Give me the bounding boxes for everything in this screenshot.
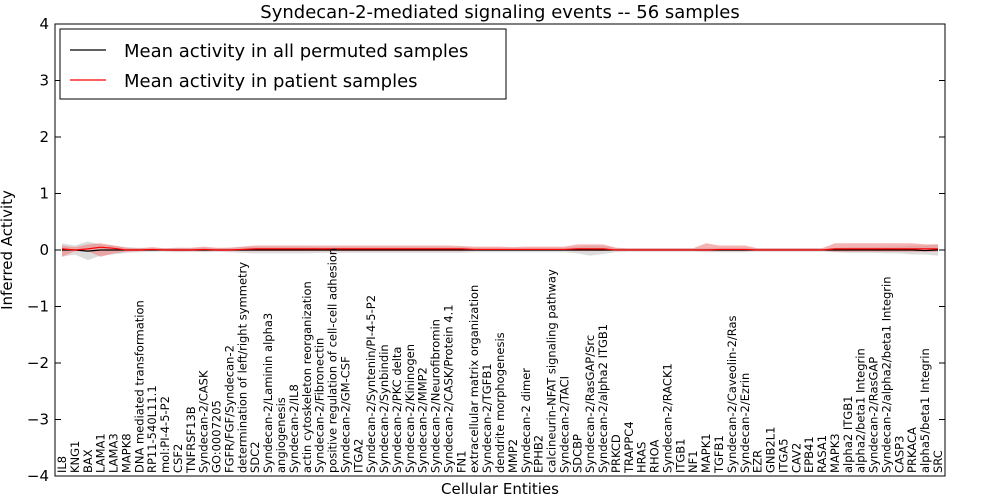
entity-label: angiogenesis	[274, 397, 288, 473]
entity-label: ITGA2	[351, 438, 365, 473]
entity-label: Syndecan-2/Caveolin-2/Ras	[725, 315, 739, 473]
entity-label: actin cytoskeleton reorganization	[300, 281, 314, 473]
entity-label: Syndecan-2/Syntenin/PI-4-5-P2	[364, 295, 378, 473]
entity-label: DNA mediated transformation	[132, 300, 146, 473]
entity-label: Syndecan-2/RasGAP/Src	[583, 335, 597, 473]
y-tick-label: 2	[39, 128, 49, 146]
entity-label: Syndecan-2/alpha2 ITGB1	[596, 324, 610, 473]
entity-label: NF1	[686, 450, 700, 473]
entity-label: MAPK3	[828, 433, 842, 473]
entity-label: FN1	[454, 451, 468, 474]
y-tick-label: 4	[39, 15, 49, 33]
entity-label: RASA1	[815, 435, 829, 473]
entity-label: Syndecan-2/RasGAP	[867, 357, 881, 473]
entity-label: SDCBP	[570, 434, 584, 473]
entity-label: KNG1	[68, 441, 82, 473]
legend-label-permuted: Mean activity in all permuted samples	[124, 41, 468, 62]
y-axis-ticks: −4 −3 −2 −1 0 1 2 3 4	[27, 15, 945, 485]
entity-label: SRC	[931, 450, 945, 473]
entity-label: dendrite morphogenesis	[493, 332, 507, 473]
entity-label: GO:0007205	[210, 400, 224, 473]
y-tick-label: −2	[27, 354, 49, 372]
entity-label: mol:PI-4-5-P2	[158, 396, 172, 473]
entity-label: LAMA1	[94, 433, 108, 473]
line-patient	[61, 246, 938, 251]
y-tick-label: 3	[39, 72, 49, 90]
legend-label-patient: Mean activity in patient samples	[124, 71, 418, 92]
entity-label: HRAS	[635, 442, 649, 473]
entity-label: MAPK1	[699, 433, 713, 473]
entity-label: alpha2/beta1 Integrin	[854, 348, 868, 473]
entity-label: Syndecan-2/Kininogen	[403, 344, 417, 473]
entity-label: Syndecan-2/alpha2/beta1 Integrin	[880, 276, 894, 473]
entity-label: PRKACA	[905, 427, 919, 473]
y-tick-label: −3	[27, 411, 49, 429]
entity-label: determination of left/right symmetry	[235, 262, 249, 473]
entity-label: EPHB2	[532, 435, 546, 473]
entity-label: Syndecan-2/PKC delta	[390, 347, 404, 473]
chart-title: Syndecan-2-mediated signaling events -- …	[260, 2, 739, 23]
entity-label: Syndecan-2 dimer	[519, 368, 533, 473]
entity-label: MMP2	[506, 439, 520, 473]
entity-label: Syndecan-2/Synbindin	[377, 344, 391, 473]
entity-label: Syndecan-2/GM-CSF	[338, 356, 352, 473]
entity-label: TNFRSF13B	[184, 406, 198, 474]
entity-label: Syndecan-2/TACI	[557, 376, 571, 473]
series-lines	[61, 246, 939, 252]
entity-label: Syndecan-2/RACK1	[661, 363, 675, 473]
entity-label: alpha5/beta1 Integrin	[918, 348, 932, 473]
legend: Mean activity in all permuted samples Me…	[59, 28, 507, 100]
entity-label: TRAPPC4	[622, 421, 636, 474]
entity-label: ITGB1	[673, 439, 687, 474]
entity-label: FGFR/FGF/Syndecan-2	[223, 345, 237, 473]
entity-label: Syndecan-2/Neurofibromin	[429, 319, 443, 473]
entity-label: EZR	[751, 450, 765, 473]
y-tick-label: 1	[39, 185, 49, 203]
y-tick-label: −4	[27, 467, 49, 485]
entity-label: alpha2 ITGB1	[841, 396, 855, 473]
entity-label: Syndecan-2/CASK	[197, 370, 211, 473]
entity-label: MAPK8	[119, 433, 133, 473]
entity-label: Syndecan-2/CASK/Protein 4.1	[442, 304, 456, 473]
x-axis-title: Cellular Entities	[441, 480, 559, 498]
entity-label: Syndecan-2/TGFB1	[480, 363, 494, 473]
entity-label: calcineurin-NFAT signaling pathway	[545, 269, 559, 473]
entity-label: Syndecan-2/Fibronectin	[313, 338, 327, 473]
y-tick-label: −1	[27, 298, 49, 316]
entity-label: TGFB1	[712, 435, 726, 474]
entity-label: GNB2L1	[764, 427, 778, 473]
entity-label: PRKCD	[609, 434, 623, 473]
entity-label: EPB41	[802, 436, 816, 473]
y-axis-title: Inferred Activity	[0, 190, 16, 310]
entity-label: RHOA	[648, 440, 662, 473]
entity-label: extracellular matrix organization	[467, 285, 481, 473]
entity-label: positive regulation of cell-cell adhesio…	[326, 248, 340, 473]
entity-label: ITGA5	[776, 438, 790, 473]
entity-label: RP11-540L11.1	[145, 385, 159, 473]
confidence-bands	[62, 241, 938, 261]
entity-label: CAV2	[789, 443, 803, 473]
entity-label: Syndecan-2/MMP2	[416, 367, 430, 473]
y-tick-label: 0	[39, 241, 49, 259]
legend-box	[59, 28, 507, 100]
entity-label: BAX	[81, 449, 95, 473]
entity-label: IL8	[55, 456, 69, 473]
entity-label: LAMA3	[107, 433, 121, 473]
entity-label: CASP3	[892, 436, 906, 473]
band-permuted	[62, 241, 938, 261]
entity-label: Syndecan-2/Ezrin	[738, 373, 752, 473]
entity-label: SDC2	[248, 441, 262, 473]
entity-label: Syndecan-2/Laminin alpha3	[261, 313, 275, 473]
entity-label: CSF2	[171, 444, 185, 473]
entity-label: Syndecan-2/IL8	[287, 384, 301, 473]
